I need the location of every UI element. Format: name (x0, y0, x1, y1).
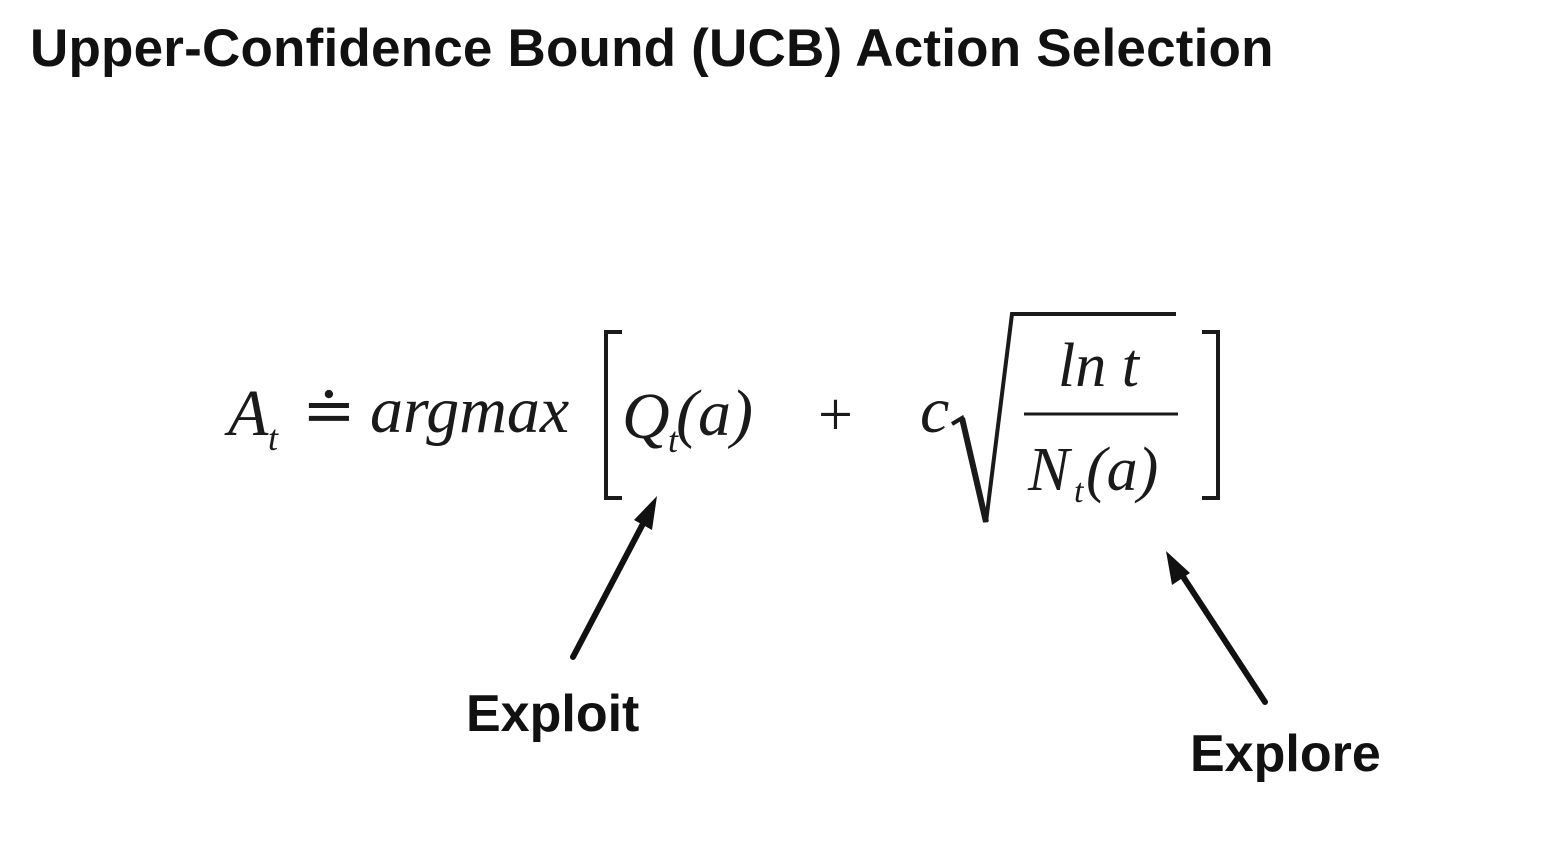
slide-title: Upper-Confidence Bound (UCB) Action Sele… (30, 19, 1274, 78)
q-symbol: Q (622, 380, 670, 453)
n-argument: (a) (1086, 436, 1158, 504)
right-bracket (1202, 330, 1220, 500)
explore-label: Explore (1190, 725, 1381, 783)
explore-arrow-shaft (1177, 569, 1268, 705)
c-coefficient: c (920, 374, 949, 447)
exploit-arrow-head (634, 496, 657, 530)
n-symbol: N (1027, 436, 1073, 504)
plus-sign: + (818, 381, 853, 449)
approx-equal-symbol: ≐ (302, 375, 356, 446)
lhs-subscript: t (268, 418, 279, 458)
q-argument: (a) (676, 377, 753, 450)
exploit-label: Exploit (466, 685, 640, 743)
left-bracket (604, 330, 622, 500)
explore-arrow-head (1166, 551, 1190, 585)
square-root-stroke-thick (959, 417, 989, 523)
exploit-arrow-shaft (570, 515, 649, 660)
n-subscript: t (1074, 473, 1085, 510)
lhs-symbol: A (224, 377, 269, 450)
fraction-numerator: ln t (1058, 332, 1141, 400)
argmax-operator: argmax (370, 374, 569, 447)
q-subscript: t (668, 420, 679, 460)
